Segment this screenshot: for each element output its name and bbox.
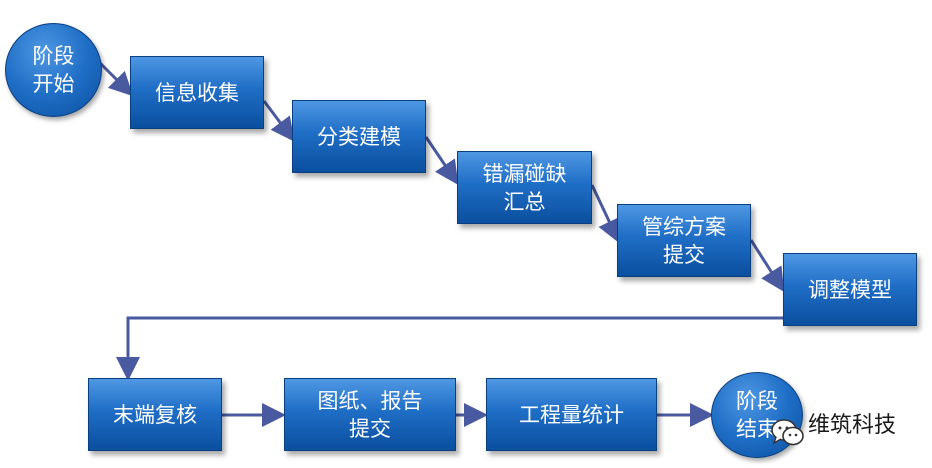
node-adjust-model-label: 调整模型 <box>808 277 892 302</box>
arrow-collect-to-classify <box>262 100 295 142</box>
node-stage-end-label: 阶段 结束 <box>736 389 778 441</box>
node-stage-start: 阶段 开始 <box>5 23 102 117</box>
node-quantity-stats-label: 工程量统计 <box>519 402 624 427</box>
wechat-icon <box>771 419 804 446</box>
node-adjust-model: 调整模型 <box>783 253 917 326</box>
node-pipeline-submit: 管综方案 提交 <box>617 204 751 277</box>
node-classify-model-label: 分类建模 <box>317 124 401 149</box>
node-quantity-stats: 工程量统计 <box>486 378 657 451</box>
node-stage-start-label: 阶段 开始 <box>32 44 75 96</box>
node-classify-model: 分类建模 <box>292 100 426 173</box>
node-error-summary-label: 错漏碰缺 汇总 <box>482 161 567 214</box>
arrow-start-to-collect <box>98 61 134 97</box>
node-drawings-report-label: 图纸、报告 提交 <box>317 388 423 441</box>
arrow-classify-to-errors <box>424 136 459 185</box>
arrow-errors-to-pipeline <box>590 184 621 244</box>
watermark-text: 维筑科技 <box>808 413 897 438</box>
node-drawings-report: 图纸、报告 提交 <box>284 378 456 451</box>
node-info-collect: 信息收集 <box>130 56 264 129</box>
node-final-review: 末端复核 <box>88 378 222 451</box>
node-error-summary: 错漏碰缺 汇总 <box>457 151 592 224</box>
node-info-collect-label: 信息收集 <box>155 80 239 105</box>
node-pipeline-submit-label: 管综方案 提交 <box>642 214 726 267</box>
arrow-adjust-to-review <box>116 316 783 381</box>
node-final-review-label: 末端复核 <box>113 402 197 427</box>
arrow-pipeline-to-adjust <box>749 239 785 293</box>
